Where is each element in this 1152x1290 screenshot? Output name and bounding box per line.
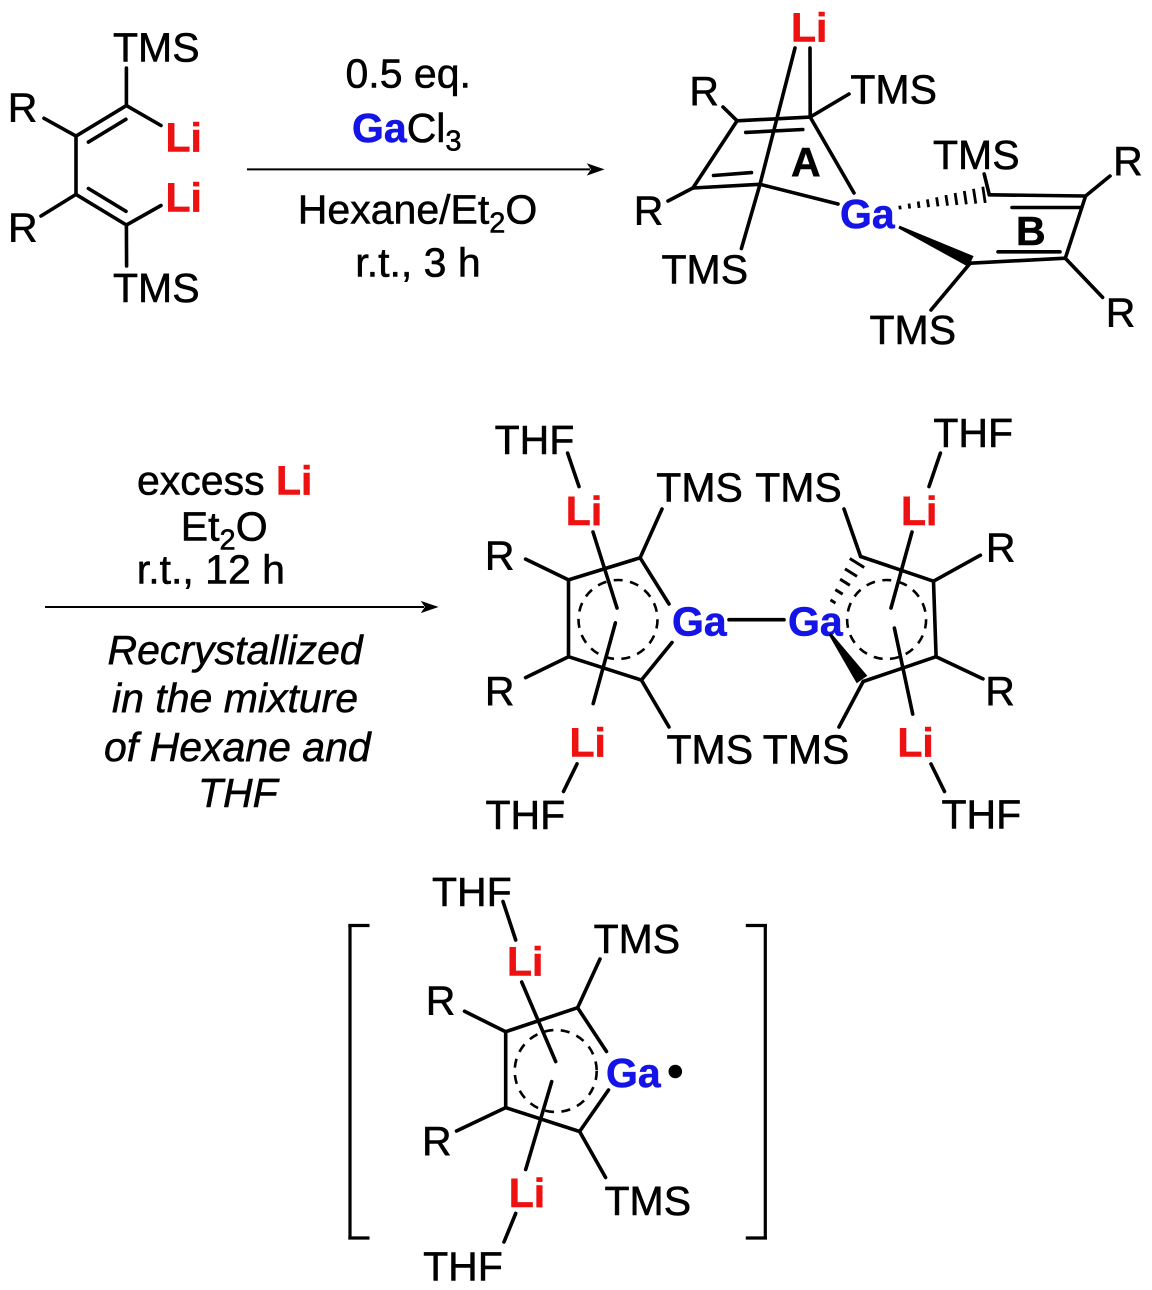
svg-text:Li: Li bbox=[166, 175, 202, 221]
svg-text:TMS: TMS bbox=[850, 67, 937, 113]
svg-text:Hexane/Et2O: Hexane/Et2O bbox=[298, 187, 538, 240]
svg-text:R: R bbox=[689, 68, 719, 114]
svg-text:THF: THF bbox=[423, 1243, 503, 1289]
svg-text:THF: THF bbox=[486, 792, 566, 838]
svg-text:TMS: TMS bbox=[662, 247, 749, 293]
svg-text:Recrystallized: Recrystallized bbox=[108, 627, 364, 673]
svg-text:R: R bbox=[8, 85, 38, 131]
svg-text:TMS: TMS bbox=[763, 726, 850, 772]
svg-text:TMS: TMS bbox=[605, 1178, 692, 1224]
svg-text:Ga: Ga bbox=[606, 1050, 662, 1096]
svg-text:THF: THF bbox=[933, 410, 1013, 456]
svg-text:R: R bbox=[426, 978, 456, 1024]
svg-text:R: R bbox=[485, 668, 515, 714]
svg-text:Li: Li bbox=[570, 720, 606, 766]
svg-text:R: R bbox=[1106, 290, 1136, 336]
svg-text:R: R bbox=[985, 668, 1015, 714]
svg-text:R: R bbox=[1113, 138, 1143, 184]
svg-text:R: R bbox=[634, 187, 664, 233]
svg-text:Li: Li bbox=[897, 720, 933, 766]
svg-text:of Hexane and: of Hexane and bbox=[104, 724, 372, 770]
svg-text:THF: THF bbox=[942, 791, 1022, 837]
svg-text:Li: Li bbox=[507, 939, 543, 985]
svg-text:Ga: Ga bbox=[840, 191, 896, 237]
svg-text:in the mixture: in the mixture bbox=[112, 675, 358, 721]
svg-text:R: R bbox=[485, 533, 515, 579]
svg-text:A: A bbox=[791, 139, 821, 185]
svg-text:Ga: Ga bbox=[672, 598, 728, 644]
svg-text:Li: Li bbox=[566, 488, 602, 534]
svg-text:TMS: TMS bbox=[667, 726, 754, 772]
svg-text:TMS: TMS bbox=[594, 916, 681, 962]
svg-text:Et2O: Et2O bbox=[181, 503, 268, 556]
svg-text:Li: Li bbox=[901, 488, 937, 534]
svg-text:R: R bbox=[422, 1118, 452, 1164]
svg-text:THF: THF bbox=[432, 869, 512, 915]
svg-text:r.t., 3 h: r.t., 3 h bbox=[355, 239, 480, 285]
svg-text:TMS: TMS bbox=[113, 25, 200, 71]
svg-text:Li: Li bbox=[166, 114, 202, 160]
svg-text:excess Li: excess Li bbox=[137, 458, 312, 504]
svg-text:GaCl3: GaCl3 bbox=[352, 105, 462, 158]
svg-text:TMS: TMS bbox=[755, 465, 842, 511]
svg-text:TMS: TMS bbox=[870, 307, 957, 353]
svg-text:0.5 eq.: 0.5 eq. bbox=[346, 51, 471, 97]
svg-text:Ga: Ga bbox=[788, 598, 844, 644]
svg-text:B: B bbox=[1016, 208, 1046, 254]
svg-text:r.t., 12 h: r.t., 12 h bbox=[137, 547, 285, 593]
svg-text:R: R bbox=[8, 204, 38, 250]
svg-text:TMS: TMS bbox=[113, 265, 200, 311]
svg-text:Li: Li bbox=[791, 5, 827, 51]
svg-text:R: R bbox=[986, 525, 1016, 571]
svg-text:TMS: TMS bbox=[656, 465, 743, 511]
svg-text:THF: THF bbox=[495, 417, 575, 463]
svg-text:Li: Li bbox=[509, 1170, 545, 1216]
svg-text:TMS: TMS bbox=[933, 132, 1020, 178]
svg-text:THF: THF bbox=[198, 770, 280, 816]
